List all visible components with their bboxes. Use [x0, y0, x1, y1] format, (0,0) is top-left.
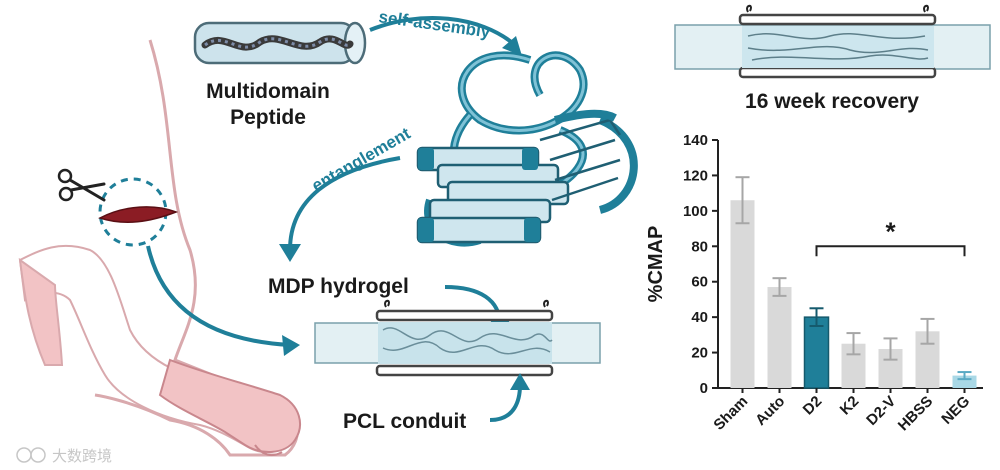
bar-auto [767, 287, 792, 388]
beta-sheet-stack [416, 109, 622, 244]
recovery-label: 16 week recovery [745, 90, 919, 113]
significance-bracket: * [815, 216, 966, 257]
rat-leg-illustration [18, 39, 301, 457]
y-tick-label: 0 [700, 380, 708, 397]
conduit-label: PCL conduit [343, 410, 466, 433]
watermark-text: 大数跨境 [52, 447, 112, 465]
y-tick-label: 120 [683, 167, 708, 184]
entanglement-arrow [288, 156, 401, 251]
error-bar-auto [772, 277, 787, 297]
significance-marker: * [885, 216, 896, 246]
hydrogel-label: MDP hydrogel [268, 275, 409, 298]
bar-sham [730, 200, 755, 388]
x-tick-label: Auto [752, 393, 788, 429]
x-tick-label: NEG [938, 393, 973, 428]
error-bar-neg [957, 371, 972, 381]
y-axis-label: %CMAP [645, 226, 667, 303]
bracket-line [815, 245, 966, 257]
x-tick-label: D2-V [863, 393, 899, 429]
y-tick-label: 140 [683, 132, 708, 149]
bars [730, 176, 977, 389]
self-assembly-label: self-assembly [377, 7, 492, 42]
y-tick-label: 20 [691, 345, 708, 362]
conduit-arrow [489, 384, 522, 422]
error-bar-sham [735, 176, 750, 225]
y-tick-label: 100 [683, 203, 708, 220]
peptide-cylinder-icon [193, 21, 367, 65]
error-bar-d2-v [883, 337, 898, 361]
error-bar-k2 [846, 332, 861, 356]
incision-arrow [146, 245, 291, 347]
x-tick-label: D2 [800, 393, 826, 419]
incision-site [98, 177, 179, 247]
multidomain-label-line2: Peptide [230, 106, 306, 129]
scissors-icon [57, 168, 106, 202]
y-tick-label: 60 [691, 274, 708, 291]
x-tick-label: K2 [837, 393, 863, 419]
multidomain-label-line1: Multidomain [206, 80, 330, 103]
x-tick-label: Sham [710, 393, 751, 434]
x-tick-label: HBSS [895, 393, 936, 434]
bar-d2 [803, 316, 830, 389]
error-bar-d2 [809, 307, 824, 327]
recovered-nerve [674, 4, 991, 79]
error-bar-hbss [920, 317, 935, 345]
y-tick-label: 40 [691, 309, 708, 326]
self-assembly-arrow [369, 16, 517, 47]
y-tick-label: 80 [691, 238, 708, 255]
y-ticks: 0 20 40 60 80 100 120 140 [683, 132, 718, 397]
watermark: 大数跨境 [16, 447, 112, 465]
conduit-with-hydrogel [314, 299, 601, 377]
